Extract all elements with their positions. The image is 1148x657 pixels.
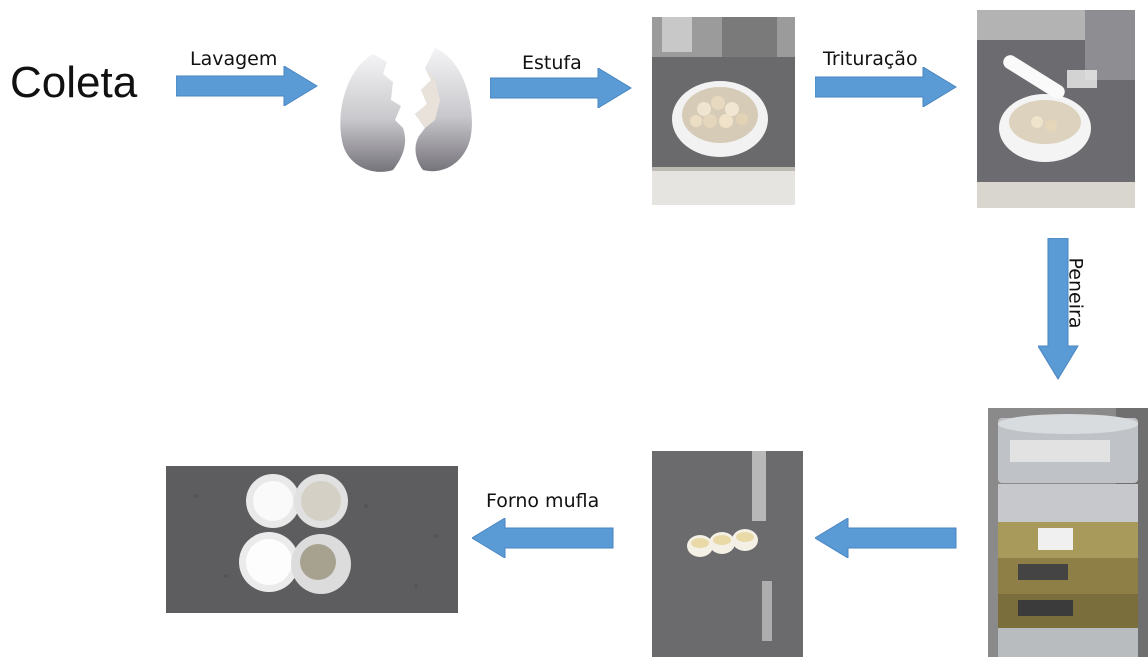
eggshell-image (335, 40, 480, 180)
crushing-photo (977, 10, 1135, 208)
crucibles-photo (652, 451, 803, 657)
step-label-peneira: Peneira (1064, 258, 1086, 329)
arrow-right-3 (815, 67, 957, 107)
eggshell-icon (335, 40, 480, 180)
arrow-right-1 (176, 66, 318, 106)
arrow-left-2 (472, 518, 614, 558)
sieve-stack-icon (988, 408, 1148, 657)
result-photo (166, 466, 458, 613)
arrow-right-2 (490, 68, 632, 108)
step-label-forno-mufla: Forno mufla (486, 490, 599, 512)
arrow-left-1 (815, 518, 957, 558)
start-label: Coleta (10, 58, 137, 108)
crucible-icon (672, 81, 768, 157)
sieve-photo (988, 408, 1148, 657)
drying-photo (652, 17, 795, 205)
